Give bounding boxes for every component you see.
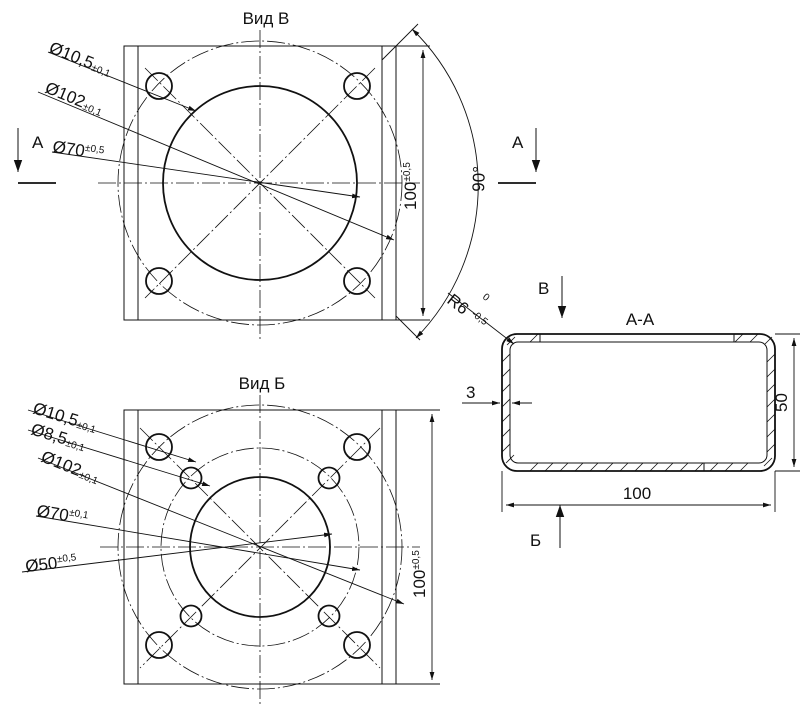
view-b-inner-hole-bl: [179, 604, 203, 628]
section-height-label: 50: [772, 393, 791, 412]
section-length-label: 100: [623, 484, 651, 503]
section-a-a: А-А: [462, 276, 800, 550]
view-v-radius-label: R6: [444, 290, 473, 318]
view-v-hole-tl: [145, 72, 173, 100]
view-v-angle-arc: [411, 28, 479, 339]
cut-markers: А А: [13, 128, 541, 184]
view-b-hole-tr: [343, 433, 371, 461]
section-inner-wall: [509, 341, 768, 464]
view-b-leader-inner-hole: [27, 429, 211, 487]
section-wall-label: 3: [466, 383, 475, 402]
view-v-angle-label: 90°: [469, 166, 489, 192]
view-b-leader-hole: [27, 409, 197, 463]
view-v-bolt-circle-label: Ø102±0,1: [42, 78, 106, 119]
view-b-inner-hole-tr: [317, 466, 341, 490]
view-b-inner-bolt-circle: [160, 447, 360, 647]
view-v: Вид В Ø10,5±0,1 Ø102±0,1 Ø70±: [37, 9, 515, 345]
view-v-bore: [162, 85, 358, 281]
view-b-title: Вид Б: [239, 374, 286, 393]
view-b-bore-label: Ø70±0,1: [35, 501, 89, 528]
section-hatching: [501, 333, 776, 472]
view-v-width-label: 100±0,5: [401, 162, 420, 210]
view-b-hole-br: [343, 631, 371, 659]
cut-label-left: А: [32, 133, 44, 152]
view-b-inner-hole-tl: [179, 466, 203, 490]
view-b-inner-circle-label: Ø50±0,5: [24, 551, 78, 576]
view-v-leader-hole: [47, 51, 197, 112]
view-v-radius-leader: [447, 292, 515, 345]
view-b-bore: [189, 476, 331, 618]
view-v-bore-label: Ø70±0,5: [51, 137, 105, 163]
view-v-centerline-diag2: [144, 67, 376, 299]
view-v-bolt-circle: [117, 40, 403, 326]
view-b-leader-inner-circle: [21, 532, 333, 573]
view-v-leader-bolt-circle: [37, 91, 395, 241]
view-b-hole-bl: [145, 631, 173, 659]
view-b-leader-bore: [35, 515, 361, 572]
view-v-hole-label: Ø10,5±0,1: [47, 38, 115, 80]
view-b-hole-tl: [145, 433, 173, 461]
view-b-bolt-circle: [117, 404, 403, 690]
view-b-bolt-circle-label: Ø102±0,1: [39, 447, 103, 487]
cut-label-right: А: [512, 133, 524, 152]
view-v-hole-br: [343, 267, 371, 295]
section-view-v-marker: В: [538, 279, 549, 298]
section-outer-wall: [501, 333, 776, 472]
view-v-leader-bore: [51, 151, 361, 199]
view-v-hole-tr: [343, 72, 371, 100]
view-v-radius-tol-upper: 0: [480, 292, 492, 304]
view-b-leader-bolt-circle: [37, 457, 405, 605]
view-v-hole-bl: [145, 267, 173, 295]
section-view-b-marker: Б: [530, 531, 541, 550]
section-title: А-А: [626, 310, 655, 329]
view-b-inner-hole-br: [317, 604, 341, 628]
view-b-centerline-diag2: [139, 427, 381, 669]
view-b: Вид Б Ø10,5±0,1 Ø8,5±0,1 Ø10: [21, 374, 440, 705]
view-b-width-label: 100±0,5: [410, 550, 429, 598]
view-v-title: Вид В: [243, 9, 290, 28]
